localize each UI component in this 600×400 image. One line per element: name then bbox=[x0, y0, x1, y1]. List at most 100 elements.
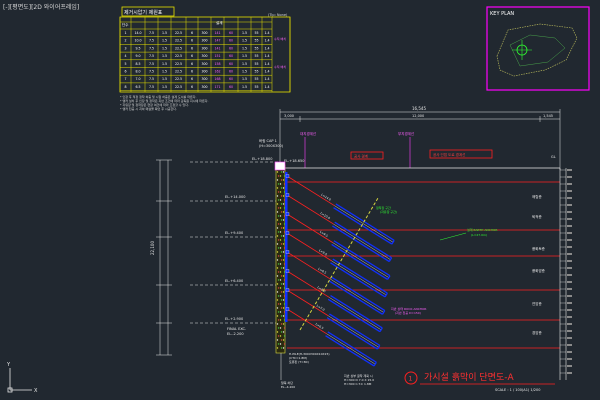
table-cell: 1.5 bbox=[162, 70, 167, 74]
pile-hatch-dot bbox=[280, 195, 283, 197]
pile-hatch-dot bbox=[282, 299, 285, 301]
table-cell: 22.5 bbox=[175, 46, 182, 50]
pile-hatch-dot bbox=[280, 331, 283, 333]
table-cell: 55 bbox=[254, 46, 258, 50]
anchor-bond-line bbox=[328, 280, 383, 315]
el-2-label: EL.+9.400 bbox=[225, 231, 243, 235]
level-lines bbox=[190, 161, 280, 324]
table-cell: 60 bbox=[229, 46, 233, 50]
pile-hatch-dot bbox=[280, 323, 283, 325]
anchor-free-length bbox=[286, 175, 335, 207]
pile-hatch-dot bbox=[279, 335, 282, 337]
pile-hatch-dot bbox=[282, 259, 285, 261]
table-cell: 60 bbox=[229, 31, 233, 35]
key-plan[interactable]: KEY PLAN bbox=[486, 6, 590, 91]
right-scale-mark bbox=[567, 330, 572, 332]
table-cell: 300 bbox=[201, 77, 207, 81]
pile-hatch-dot bbox=[282, 195, 285, 197]
table-cell: 6 bbox=[191, 70, 193, 74]
anchor-tendon bbox=[326, 333, 376, 365]
schedule-title: 제거시압기 제원표 bbox=[124, 9, 163, 16]
pile-hatch-dot bbox=[277, 247, 280, 249]
anchor-end-cap bbox=[376, 345, 381, 350]
boundary-1-label: 대지경계선 bbox=[300, 131, 316, 136]
red-box-2 bbox=[429, 149, 493, 159]
right-scale-mark bbox=[567, 183, 572, 185]
rock-label-1: 지반 상태 ROCK ANCHOR bbox=[391, 306, 427, 311]
table-cell: 3 bbox=[124, 46, 126, 50]
table-cell: 151 bbox=[214, 54, 220, 58]
table-cell: 1.5 bbox=[242, 77, 247, 81]
anchor-bond-line bbox=[327, 331, 377, 363]
anchor-bond-line bbox=[331, 243, 388, 281]
pile-hatch-dot bbox=[283, 247, 286, 249]
anchor-head bbox=[285, 307, 290, 311]
table-cell: 1.5 bbox=[242, 39, 247, 43]
pile-hatch-dot bbox=[276, 259, 279, 261]
pile-hatch-dot bbox=[277, 303, 280, 305]
gl-mark: GL bbox=[551, 155, 556, 159]
table-cell: 1.5 bbox=[242, 62, 247, 66]
cap-size-label: (H=300X300) bbox=[259, 144, 284, 148]
right-scale-mark bbox=[567, 295, 572, 297]
pile-hatch-dot bbox=[282, 267, 285, 269]
table-cell: 8.0 bbox=[135, 70, 140, 74]
bottom-annotations: H-PILE(H-300X300X10X15) (CTC=1.8M) 토류판 (… bbox=[280, 352, 374, 389]
pile-hatch-dot bbox=[283, 223, 286, 225]
anchor-length-label: L=6.5 bbox=[315, 322, 325, 330]
table-cell: 1.4 bbox=[264, 85, 269, 89]
table-cell: 1 bbox=[124, 31, 126, 35]
table-cell: 1.5 bbox=[162, 62, 167, 66]
pile-hatch-dot bbox=[280, 339, 283, 341]
soil-layer-label: 풍화암층 bbox=[532, 268, 546, 273]
table-cell: 7.5 bbox=[149, 39, 154, 43]
pile-hatch-dot bbox=[279, 223, 282, 225]
table-cell: 6 bbox=[191, 85, 193, 89]
anchor-tendon bbox=[331, 260, 387, 296]
table-cell: 300 bbox=[201, 46, 207, 50]
table-cell: 300 bbox=[201, 31, 207, 35]
pile-hatch-dot bbox=[280, 251, 283, 253]
pile-hatch-dot bbox=[283, 319, 286, 321]
table-cell: 1.5 bbox=[242, 46, 247, 50]
right-scale-mark bbox=[567, 190, 572, 192]
pile-hatch-dot bbox=[279, 231, 282, 233]
right-scale-mark bbox=[567, 197, 572, 199]
bottom-sub-2: H=300 D 7.0 X 15.0 bbox=[344, 378, 374, 382]
pile-hatch-dot bbox=[279, 319, 282, 321]
right-scale-mark bbox=[567, 344, 572, 346]
pile-hatch-dot bbox=[282, 251, 285, 253]
table-cell: 7.5 bbox=[149, 62, 154, 66]
table-cell: 1.4 bbox=[264, 62, 269, 66]
table-cell: 300 bbox=[201, 62, 207, 66]
pile-hatch-dot bbox=[279, 271, 282, 273]
viewport-label[interactable]: [-][평면도][2D 와이어프레임] bbox=[3, 4, 80, 11]
table-cell: 6 bbox=[191, 31, 193, 35]
pile-hatch-dot bbox=[277, 295, 280, 297]
pile-hatch-dot bbox=[283, 183, 286, 185]
table-cell: 162 bbox=[214, 70, 220, 74]
anchor-length-label: L=7.0 bbox=[316, 304, 326, 312]
right-scale-mark bbox=[567, 267, 572, 269]
table-header-load: 설계 bbox=[216, 20, 222, 25]
anchor-end-cap bbox=[388, 257, 393, 262]
left-dimensions bbox=[159, 160, 169, 355]
right-scale-mark bbox=[567, 302, 572, 304]
pile-hatch-dot bbox=[277, 239, 280, 241]
table-cell: 1.4 bbox=[264, 77, 269, 81]
rock-label-2: (지반 천공 D=150) bbox=[395, 310, 421, 315]
anchor-length-label: L=9.5 bbox=[319, 230, 329, 238]
table-cell: 1.5 bbox=[162, 77, 167, 81]
pile-hatch-dot bbox=[276, 219, 279, 221]
table-header-no: 단수 bbox=[122, 22, 129, 27]
table-cell: 60 bbox=[229, 39, 233, 43]
pile-hatch-dot bbox=[282, 347, 285, 349]
anchor-length-label: L=10.0 bbox=[320, 211, 331, 220]
anchor-length-label: L=8.0 bbox=[317, 285, 327, 293]
boundary-2-label: 부지경계선 bbox=[398, 131, 414, 136]
table-cell: 1.5 bbox=[242, 70, 247, 74]
section-scale: SCALE : 1 / 100(A1) 1/200 bbox=[495, 388, 541, 392]
pile-hatch-dot bbox=[279, 327, 282, 329]
table-cell: 7 bbox=[124, 77, 126, 81]
